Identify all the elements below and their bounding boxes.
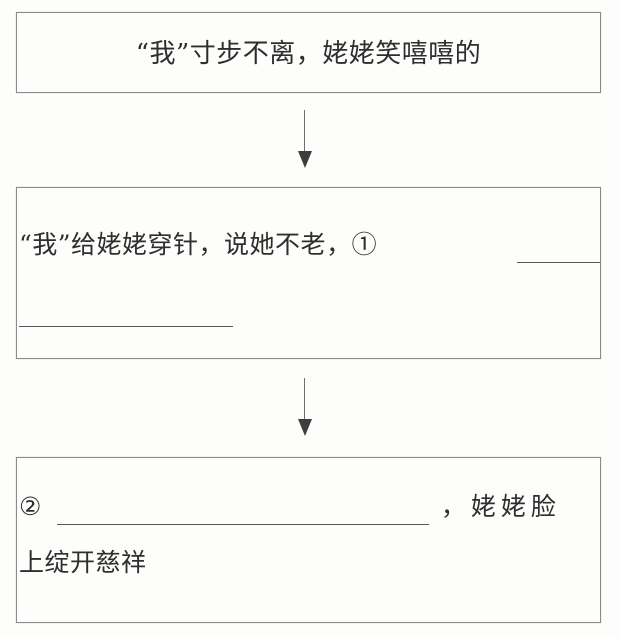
arrow-shaft — [304, 378, 306, 422]
box-2-blank-rule-segment-2 — [19, 326, 233, 327]
box-2-text-line-1: “我”给姥姥穿针，说她不老，① — [19, 230, 378, 259]
flow-box-3: ② ，姥姥脸 上绽开慈祥 — [16, 457, 601, 623]
down-arrow-icon — [296, 378, 314, 436]
arrow-head — [298, 151, 312, 168]
box-3-text-line-1: ② ，姥姥脸 — [19, 494, 561, 519]
arrow-head — [298, 419, 312, 436]
box-3-text-suffix: ，姥姥脸 — [440, 492, 561, 521]
box-3-blank-marker: ② — [19, 492, 42, 521]
box-3-blank-rule-segment-1 — [57, 524, 429, 525]
arrow-shaft — [304, 110, 306, 154]
flow-box-2: “我”给姥姥穿针，说她不老，① — [16, 187, 601, 359]
box-1-text-line-1: “我”寸步不离，姥姥笑嘻嘻的 — [135, 39, 482, 69]
down-arrow-icon — [296, 110, 314, 168]
flow-box-1: “我”寸步不离，姥姥笑嘻嘻的 — [16, 12, 601, 93]
box-2-blank-rule-segment-1 — [517, 262, 600, 263]
box-3-text-line-2: 上绽开慈祥 — [19, 548, 147, 577]
